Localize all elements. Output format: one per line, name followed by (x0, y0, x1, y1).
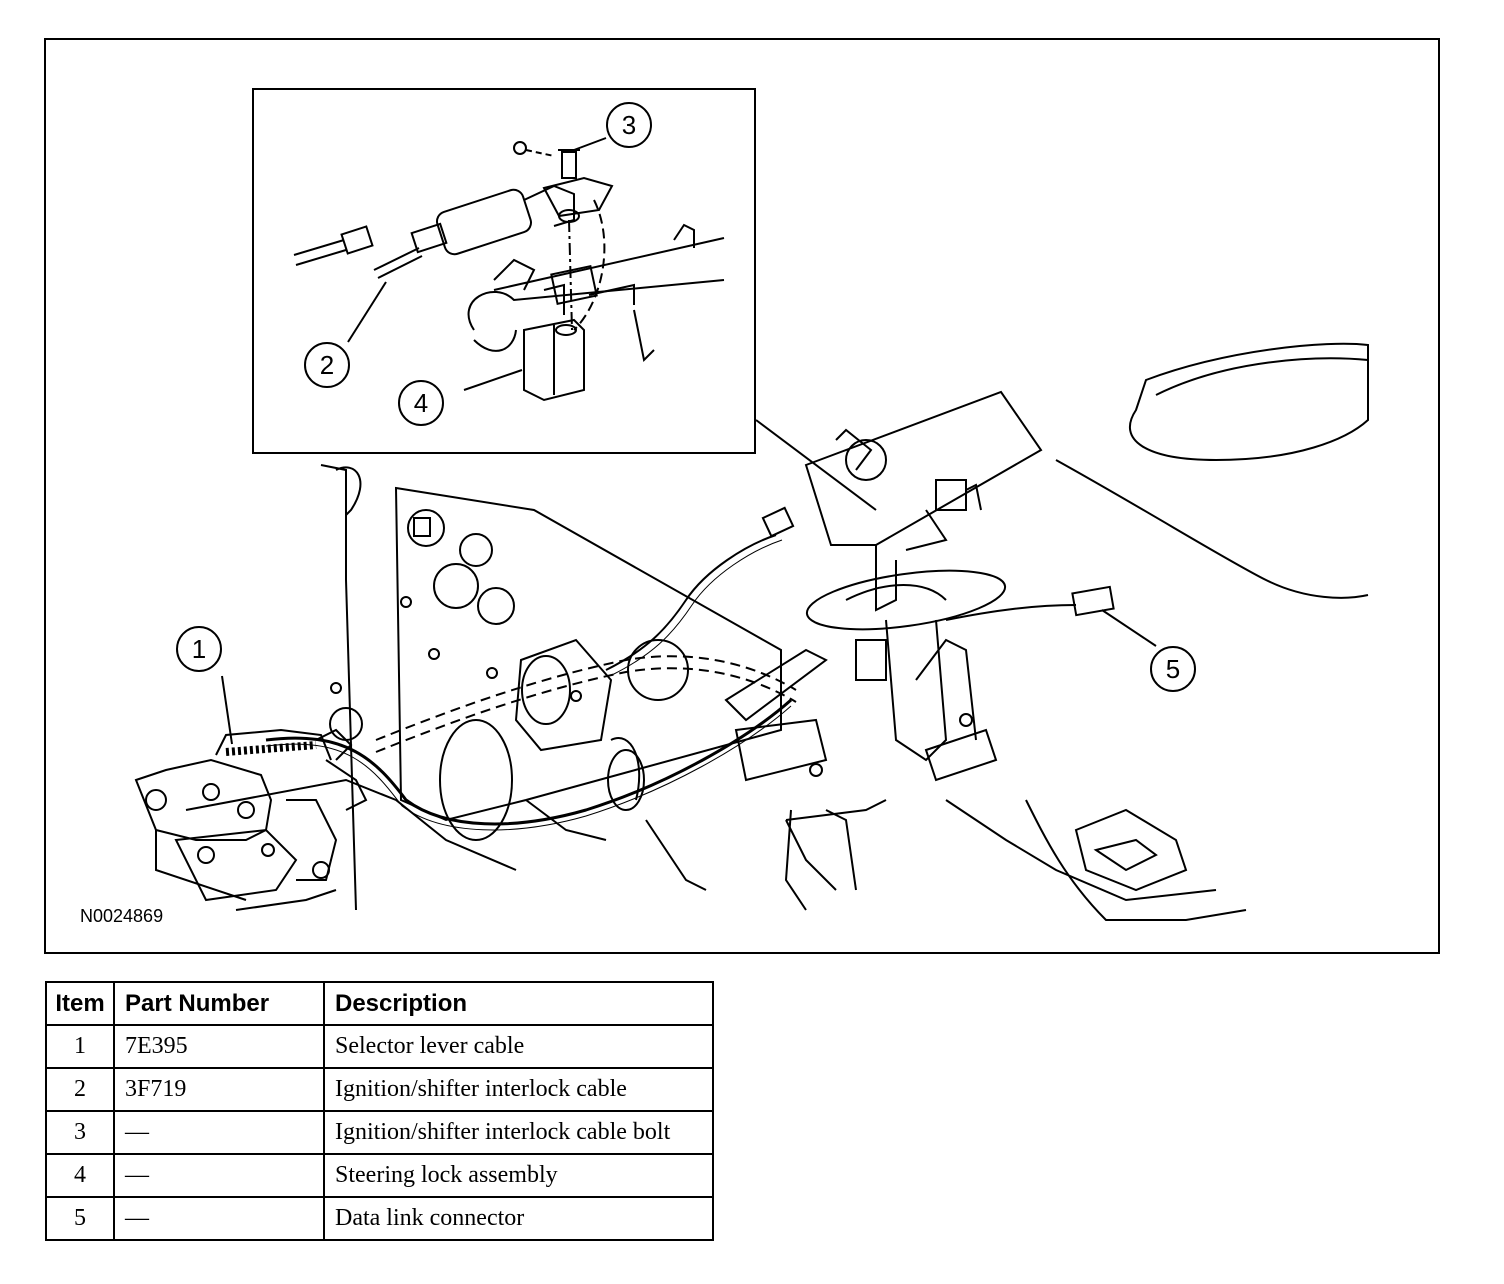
dlc-harness (945, 604, 1077, 621)
cell-description: Ignition/shifter interlock cable bolt (323, 1110, 714, 1155)
cell-part-number: 3F719 (113, 1067, 325, 1112)
exploded-view-figure: 1 2 3 4 5 N0024869 (44, 38, 1440, 954)
column-tube (467, 279, 725, 331)
cell-description: Selector lever cable (323, 1024, 714, 1069)
data-link-connector (1071, 585, 1115, 617)
panel-hole (407, 509, 445, 547)
selector-lever-cable (265, 698, 792, 826)
callout-1: 1 (176, 626, 222, 672)
cell-item: 2 (45, 1067, 115, 1112)
cell-description: Steering lock assembly (323, 1153, 714, 1198)
lock-housing (523, 318, 585, 402)
interlock-detail-drawing (293, 137, 725, 402)
callout-5: 5 (1150, 646, 1196, 692)
cable-plug (340, 225, 374, 255)
cell-part-number: 7E395 (113, 1024, 325, 1069)
table-row: 4 — Steering lock assembly (45, 1153, 714, 1198)
callout-2: 2 (304, 342, 350, 388)
panel-grommet (521, 655, 571, 725)
cell-description: Data link connector (323, 1196, 714, 1241)
washer (513, 141, 527, 155)
panel-hole (459, 533, 493, 567)
parts-legend-table: Item Part Number Description 1 7E395 Sel… (45, 981, 714, 1241)
cell-part-number: — (113, 1110, 325, 1155)
table-header-row: Item Part Number Description (45, 981, 714, 1026)
panel-hole (433, 563, 479, 609)
cell-part-number: — (113, 1196, 325, 1241)
callout-4: 4 (398, 380, 444, 426)
table-row: 3 — Ignition/shifter interlock cable bol… (45, 1110, 714, 1155)
vehicle-cable-routing-drawing (134, 342, 1369, 921)
cell-item: 5 (45, 1196, 115, 1241)
cable-end-spring (225, 741, 317, 756)
cable-bracket (542, 176, 614, 218)
table-row: 2 3F719 Ignition/shifter interlock cable (45, 1067, 714, 1112)
cell-item: 1 (45, 1024, 115, 1069)
cell-item: 3 (45, 1110, 115, 1155)
cell-item: 4 (45, 1153, 115, 1198)
table-row: 1 7E395 Selector lever cable (45, 1024, 714, 1069)
shift-boot (805, 569, 1007, 631)
instrument-panel (1129, 342, 1369, 462)
figure-id-label: N0024869 (80, 906, 164, 926)
header-item: Item (45, 981, 115, 1026)
callout-3: 3 (606, 102, 652, 148)
table-row: 5 — Data link connector (45, 1196, 714, 1241)
cell-description: Ignition/shifter interlock cable (323, 1067, 714, 1112)
header-description: Description (323, 981, 714, 1026)
bolt (561, 151, 577, 179)
panel-hole (477, 587, 515, 625)
header-part-number: Part Number (113, 981, 325, 1026)
steering-column (804, 390, 1043, 546)
interlock-cable (605, 534, 777, 671)
cell-part-number: — (113, 1153, 325, 1198)
lock-cylinder (436, 188, 532, 256)
dash-panel-edge (320, 464, 357, 911)
floor-tunnel (645, 799, 1217, 902)
transmission-bracket (134, 758, 273, 841)
inset-detail (252, 88, 756, 454)
